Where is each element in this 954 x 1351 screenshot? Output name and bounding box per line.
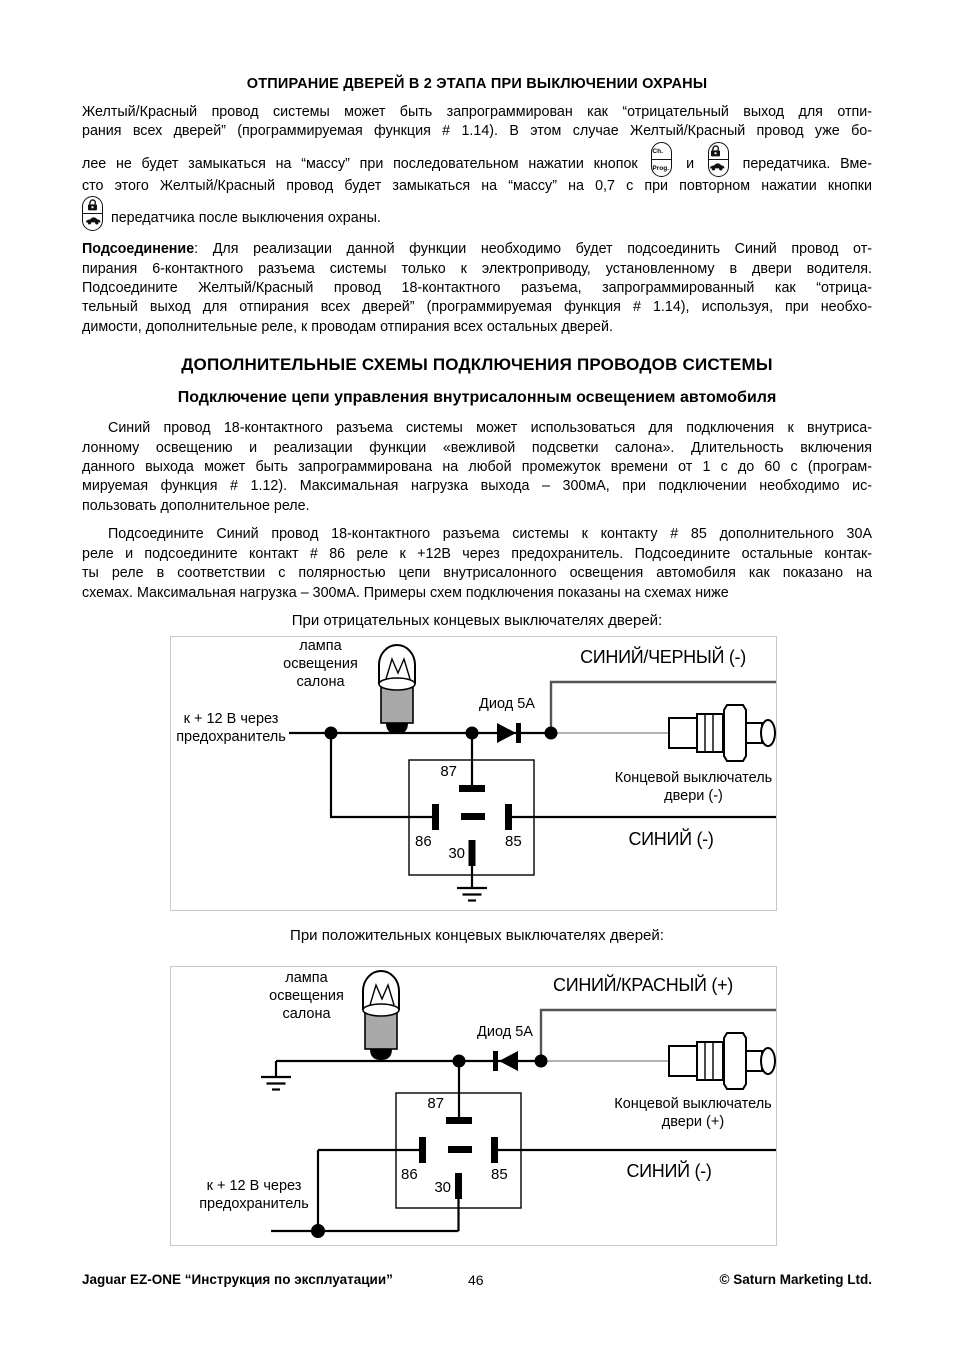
line-text: : Для реализации данной функции необходи… <box>194 241 872 258</box>
paragraph-line: мируемая функция # 1.12). Максимальная н… <box>82 478 872 495</box>
relay-pin-86: 86 <box>415 832 432 850</box>
top-wire-label: СИНИЙ/КРАСНЫЙ (+) <box>553 974 733 995</box>
diode-label: Диод 5А <box>479 695 535 712</box>
filament <box>369 982 395 1006</box>
paragraph-line: схемах. Максимальная нагрузка – 300мА. П… <box>82 584 729 601</box>
thin-wires <box>549 680 776 733</box>
paragraph-line-with-icons: передатчика после выключения охраны. <box>82 196 872 232</box>
relay-pin-30: 30 <box>434 1178 451 1196</box>
car-icon <box>709 160 728 176</box>
relay-pin-87: 87 <box>427 1094 444 1112</box>
button-divider <box>652 158 672 160</box>
wires <box>271 1059 776 1233</box>
button-divider <box>83 213 102 215</box>
car-icon <box>83 214 102 230</box>
door-switch-label: Концевой выключатель двери (-) <box>614 769 773 804</box>
diagram2-caption: При положительных концевых выключателях … <box>290 926 664 944</box>
top-wire-label: СИНИЙ/ЧЕРНЫЙ (-) <box>580 646 746 667</box>
relay-pin-85: 85 <box>505 832 522 850</box>
relay-connection-paragraph: Подсоедините Синий провод 18-контактного… <box>82 525 872 603</box>
wiring-diagram-negative-switches: лампа освещения салона к + 12 В через пр… <box>170 635 777 911</box>
footer-title: Jaguar EZ-ONE “Инструкция по эксплуатаци… <box>82 1272 393 1287</box>
junction-dots <box>324 726 558 740</box>
paragraph-line: данного выхода может быть запрограммиров… <box>82 459 872 476</box>
relay-pin-86: 86 <box>401 1165 418 1183</box>
wiring-svg <box>261 969 776 1238</box>
relay-pin-bars <box>419 1116 498 1199</box>
relay-pin-87: 87 <box>440 762 457 780</box>
paragraph-line: реле и подсоедините контакт # 86 реле к … <box>82 545 872 562</box>
paragraph-line: лонному освещению и реализации функции «… <box>82 439 872 456</box>
paragraph-line: Желтый/Красный провод системы может быть… <box>82 104 872 120</box>
page-footer: Jaguar EZ-ONE “Инструкция по эксплуатаци… <box>82 1272 872 1292</box>
diode-icon <box>497 722 521 743</box>
open-padlock-icon <box>83 197 102 213</box>
wires <box>289 731 776 888</box>
bulb-icon <box>362 969 400 1060</box>
transmitter-button-unlock-car <box>82 196 103 232</box>
paragraph-line: Подсоединение: Для реализации данной фун… <box>82 240 872 259</box>
paragraph-line: димости, дополнительные реле, к проводам… <box>82 318 613 335</box>
line-text: передатчика. Вме- <box>742 155 872 172</box>
relay-pin-30: 30 <box>448 844 465 862</box>
paragraph-line: пирания 6-контактного разъема системы то… <box>82 260 872 277</box>
intro-paragraph: Желтый/Красный провод системы может быть… <box>82 103 872 232</box>
thin-wires <box>539 1008 776 1061</box>
paragraph-line: ты реле в соответствии с полярностью цеп… <box>82 565 872 582</box>
connection-paragraph: Подсоединение: Для реализации данной фун… <box>82 240 872 337</box>
paragraph-line: Подсоедините Синий провод 18-контактного… <box>108 526 872 543</box>
section-subtitle: Подключение цепи управления внутрисалонн… <box>177 389 777 407</box>
diode-icon <box>493 1050 518 1071</box>
filament <box>385 656 411 680</box>
ch-label: Ch. <box>652 147 663 155</box>
output-wire-label: СИНИЙ (-) <box>626 1160 712 1181</box>
button-divider <box>708 158 728 160</box>
diagram1-caption: При отрицательных концевых выключателях … <box>291 611 663 629</box>
paragraph-line: тельный выход для отпирания всех дверей”… <box>82 299 872 316</box>
paragraph-line: рания всех дверей” (программируемая функ… <box>82 123 872 140</box>
interior-light-paragraph: Синий провод 18-контактного разъема сист… <box>82 419 872 516</box>
output-wire-label: СИНИЙ (-) <box>628 828 714 849</box>
prog-label: Prog. <box>652 164 670 172</box>
relay-pin-bars <box>432 784 512 866</box>
paragraph-line: Синий провод 18-контактного разъема сист… <box>108 420 872 437</box>
lamp-label: лампа освещения салона <box>269 969 344 1022</box>
fuse-label: к + 12 В через предохранитель <box>176 710 286 745</box>
footer-page-number: 46 <box>468 1272 484 1288</box>
transmitter-button-unlock-car <box>707 141 729 177</box>
relay-pin-85: 85 <box>491 1165 508 1183</box>
section-title: ДОПОЛНИТЕЛЬНЫЕ СХЕМЫ ПОДКЛЮЧЕНИЯ ПРОВОДО… <box>181 355 773 375</box>
door-switch-icon <box>668 1031 776 1090</box>
transmitter-button-ch-prog: Ch. Prog. <box>651 141 673 177</box>
page-title: ОТПИРАНИЕ ДВЕРЕЙ В 2 ЭТАПА ПРИ ВЫКЛЮЧЕНИ… <box>246 76 708 92</box>
paragraph-line: пользовать дополнительное реле. <box>82 497 310 514</box>
door-switch-label: Концевой выключатель двери (+) <box>614 1095 772 1130</box>
footer-copyright: © Saturn Marketing Ltd. <box>719 1272 872 1287</box>
line-text: передатчика после выключения охраны. <box>110 210 381 227</box>
paragraph-line: сто этого Желтый/Красный провод будет за… <box>82 177 872 194</box>
line-text: и <box>686 155 695 172</box>
lamp-label: лампа освещения салона <box>283 637 358 690</box>
run-in-heading: Подсоединение <box>82 241 195 258</box>
wiring-diagram-positive-switches: лампа освещения салона Диод 5А СИНИЙ/КРА… <box>170 965 777 1246</box>
open-padlock-icon <box>709 143 728 159</box>
paragraph-line: Подсоедините Желтый/Красный провод 18-ко… <box>82 280 872 297</box>
relay-box <box>408 759 535 876</box>
wiring-svg <box>289 643 776 902</box>
line-text: лее не будет замыкаться на “массу” при п… <box>82 155 638 172</box>
diode-label: Диод 5А <box>477 1023 533 1040</box>
junction-dots <box>311 1054 548 1238</box>
fuse-label: к + 12 В через предохранитель <box>199 1177 309 1212</box>
ground-icon <box>457 886 487 902</box>
bulb-icon <box>378 643 416 734</box>
relay-box <box>395 1092 522 1209</box>
door-switch-icon <box>668 703 776 762</box>
ground-icon <box>261 1075 291 1091</box>
paragraph-line-with-icons: лее не будет замыкаться на “массу” при п… <box>82 141 872 177</box>
